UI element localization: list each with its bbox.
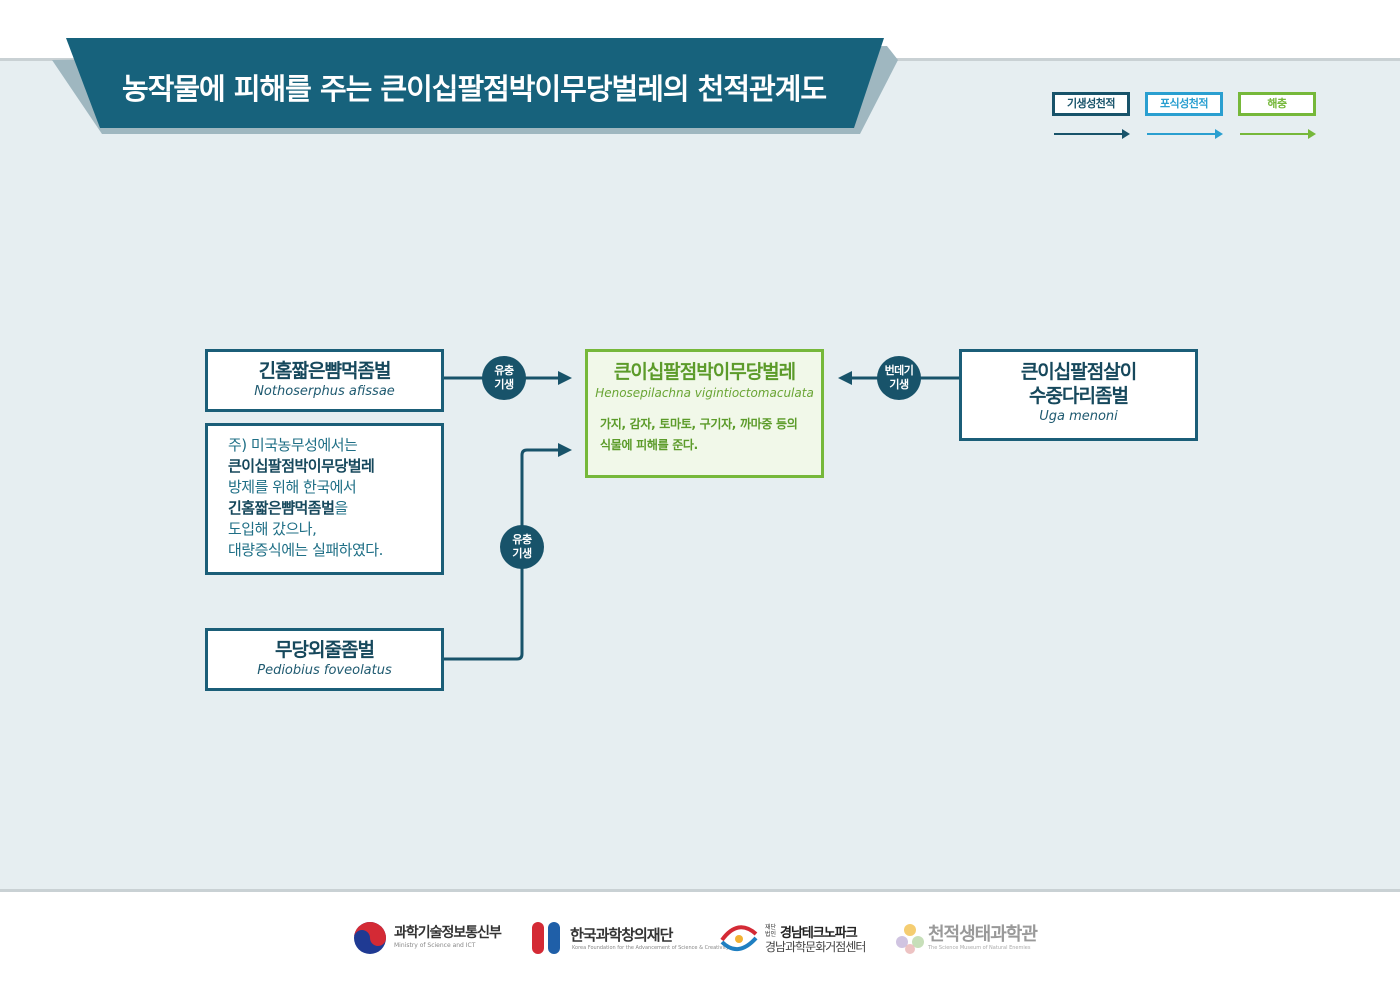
logo-kofac-name: 한국과학창의재단 (570, 926, 673, 944)
title-banner: 농작물에 피해를 주는 큰이십팔점박이무당벌레의 천적관계도 (52, 38, 898, 134)
node-pediobius: 무당외줄좀벌 Pediobius foveolatus (205, 628, 444, 691)
node-nothoserphus: 긴홈짧은뺨먹좀벌 Nothoserphus afissae (205, 349, 444, 412)
logo-msit-sub: Ministry of Science and ICT (394, 942, 476, 949)
edge-label-line1: 유충 (494, 364, 514, 377)
museum-hexagon-icon (896, 924, 924, 954)
edge-label-line2: 기생 (889, 378, 909, 391)
edge-label-pupal-parasitism: 번데기 기생 (877, 356, 921, 400)
pest-description-line1: 가지, 감자, 토마토, 구기자, 까마중 등의 (600, 417, 798, 431)
logo-museum-name: 천적생태과학관 (928, 924, 1038, 945)
logo-gntp-sub: 경남과학문화거점센터 (765, 940, 866, 954)
pest-description: 가지, 감자, 토마토, 구기자, 까마중 등의 식물에 피해를 준다. (588, 414, 821, 456)
edge-label-line2: 기생 (512, 547, 532, 560)
logo-gntp-name: 경남테크노파크 (780, 926, 858, 941)
node-korean-name-line2: 수중다리좀벌 (1029, 385, 1129, 407)
logo-kofac-sub: Korea Foundation for the Advancement of … (572, 945, 729, 951)
legend-arrow-parasitoid (1054, 129, 1130, 139)
legend-arrow-predator (1147, 129, 1223, 139)
note-line-1: 주) 미국농무성에서는 (228, 436, 358, 454)
note-box: 주) 미국농무성에서는 큰이십팔점박이무당벌레 방제를 위해 한국에서 긴홈짧은… (205, 423, 444, 575)
pest-description-line2: 식물에 피해를 준다. (600, 438, 698, 452)
edge-label-larval-parasitism: 유충 기생 (482, 356, 526, 400)
note-line-2: 큰이십팔점박이무당벌레 (228, 457, 375, 475)
title-banner-shape (52, 38, 898, 134)
node-korean-name: 무당외줄좀벌 (275, 639, 375, 661)
legend-label-pest: 해충 (1238, 92, 1316, 116)
legend-arrow-pest (1240, 129, 1316, 139)
edge-label-line1: 유충 (512, 533, 532, 546)
note-line-3: 방제를 위해 한국에서 (228, 478, 357, 496)
logo-museum-sub: The Science Museum of Natural Enemies (928, 945, 1031, 951)
node-latin-name: Nothoserphus afissae (254, 384, 395, 399)
kofac-icon (532, 922, 560, 954)
node-latin-name: Uga menoni (1039, 409, 1118, 424)
footer-logos: 과학기술정보통신부 Ministry of Science and ICT 한국… (0, 912, 1400, 972)
logo-gntp: 재단 법인 경남테크노파크 경남과학문화거점센터 (718, 912, 878, 958)
gntp-icon (720, 925, 758, 951)
legend-predator: 포식성천적 (1145, 92, 1223, 140)
page-title: 농작물에 피해를 주는 큰이십팔점박이무당벌레의 천적관계도 (122, 72, 827, 106)
legend-label-parasitoid: 기생성천적 (1052, 92, 1130, 116)
logo-gntp-prefix: 재단 법인 (765, 924, 777, 938)
note-line-5: 도입해 갔으나, (228, 520, 317, 538)
note-line-4-rest: 을 (334, 499, 348, 517)
legend-parasitoid: 기생성천적 (1052, 92, 1130, 140)
node-korean-name: 큰이십팔점박이무당벌레 (613, 361, 796, 383)
node-latin-name: Pediobius foveolatus (257, 663, 392, 678)
logo-msit: 과학기술정보통신부 Ministry of Science and ICT (352, 912, 512, 958)
edge-arrowhead-3 (558, 443, 572, 457)
note-line-6: 대량증식에는 실패하였다. (228, 541, 383, 559)
node-latin-name: Henosepilachna vigintioctomaculata (595, 386, 814, 400)
edge-arrowhead-1 (558, 371, 572, 385)
note-line-4: 긴홈짧은뺨먹좀벌을 (228, 498, 441, 519)
logo-kofac: 한국과학창의재단 Korea Foundation for the Advanc… (532, 912, 729, 958)
logo-museum: 천적생태과학관 The Science Museum of Natural En… (894, 912, 1054, 958)
logo-msit-name: 과학기술정보통신부 (394, 925, 502, 941)
node-pest-ladybird: 큰이십팔점박이무당벌레 Henosepilachna vigintioctoma… (585, 349, 824, 478)
note-bold-species: 긴홈짧은뺨먹좀벌 (228, 499, 335, 517)
legend-label-predator: 포식성천적 (1145, 92, 1223, 116)
edge-label-line1: 번데기 (884, 364, 914, 377)
edge-arrowhead-2 (838, 371, 852, 385)
node-uga-menoni: 큰이십팔점살이 수중다리좀벌 Uga menoni (959, 349, 1198, 441)
node-korean-name: 긴홈짧은뺨먹좀벌 (258, 360, 392, 382)
node-korean-name-line1: 큰이십팔점살이 (1020, 361, 1137, 383)
edge-label-line2: 기생 (494, 378, 514, 391)
edge-label-larval-parasitism-2: 유충 기생 (500, 525, 544, 569)
taegeuk-icon (354, 922, 386, 954)
legend-pest: 해충 (1238, 92, 1316, 140)
